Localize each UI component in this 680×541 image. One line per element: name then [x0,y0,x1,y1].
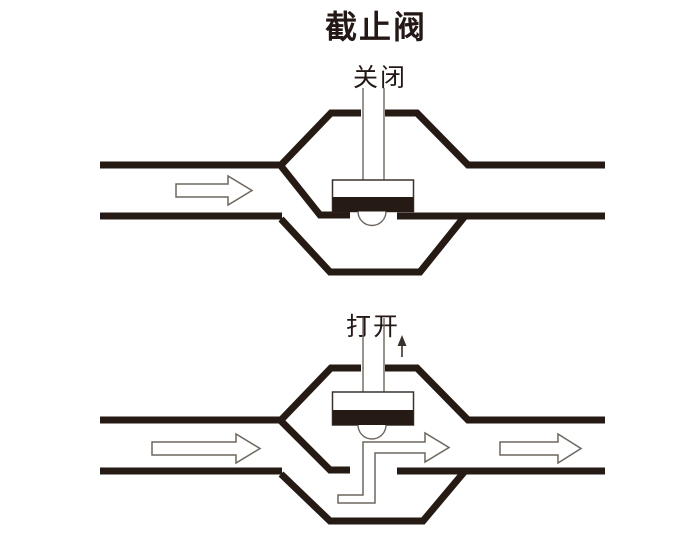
closed-valve-stem [362,88,385,181]
through-valve-flow-arrow-icon [337,431,451,504]
stem-lift-arrow-head-icon [397,335,407,346]
open-valve-diagram [100,318,605,525]
closed-valve-plug [357,211,387,227]
open-valve-disc-seal [332,410,414,425]
closed-valve-disc-seal [332,197,414,212]
open-outlet-flow-arrow-icon [499,432,583,465]
open-valve-plug [357,424,387,440]
open-seat-partition [278,418,350,474]
open-valve-stem [362,318,385,393]
closed-valve-diagram [100,88,605,276]
closed-state-label: 关闭 [352,64,408,92]
open-inlet-flow-arrow-icon [151,432,262,465]
open-pipe-body-outline [100,364,605,525]
closed-seat-partition [278,163,350,219]
page-title: 截止阀 [324,9,428,45]
closed-pipe-body-outline [100,109,605,276]
closed-inlet-flow-arrow-icon [175,174,254,207]
open-state-label: 打开 [345,313,401,341]
